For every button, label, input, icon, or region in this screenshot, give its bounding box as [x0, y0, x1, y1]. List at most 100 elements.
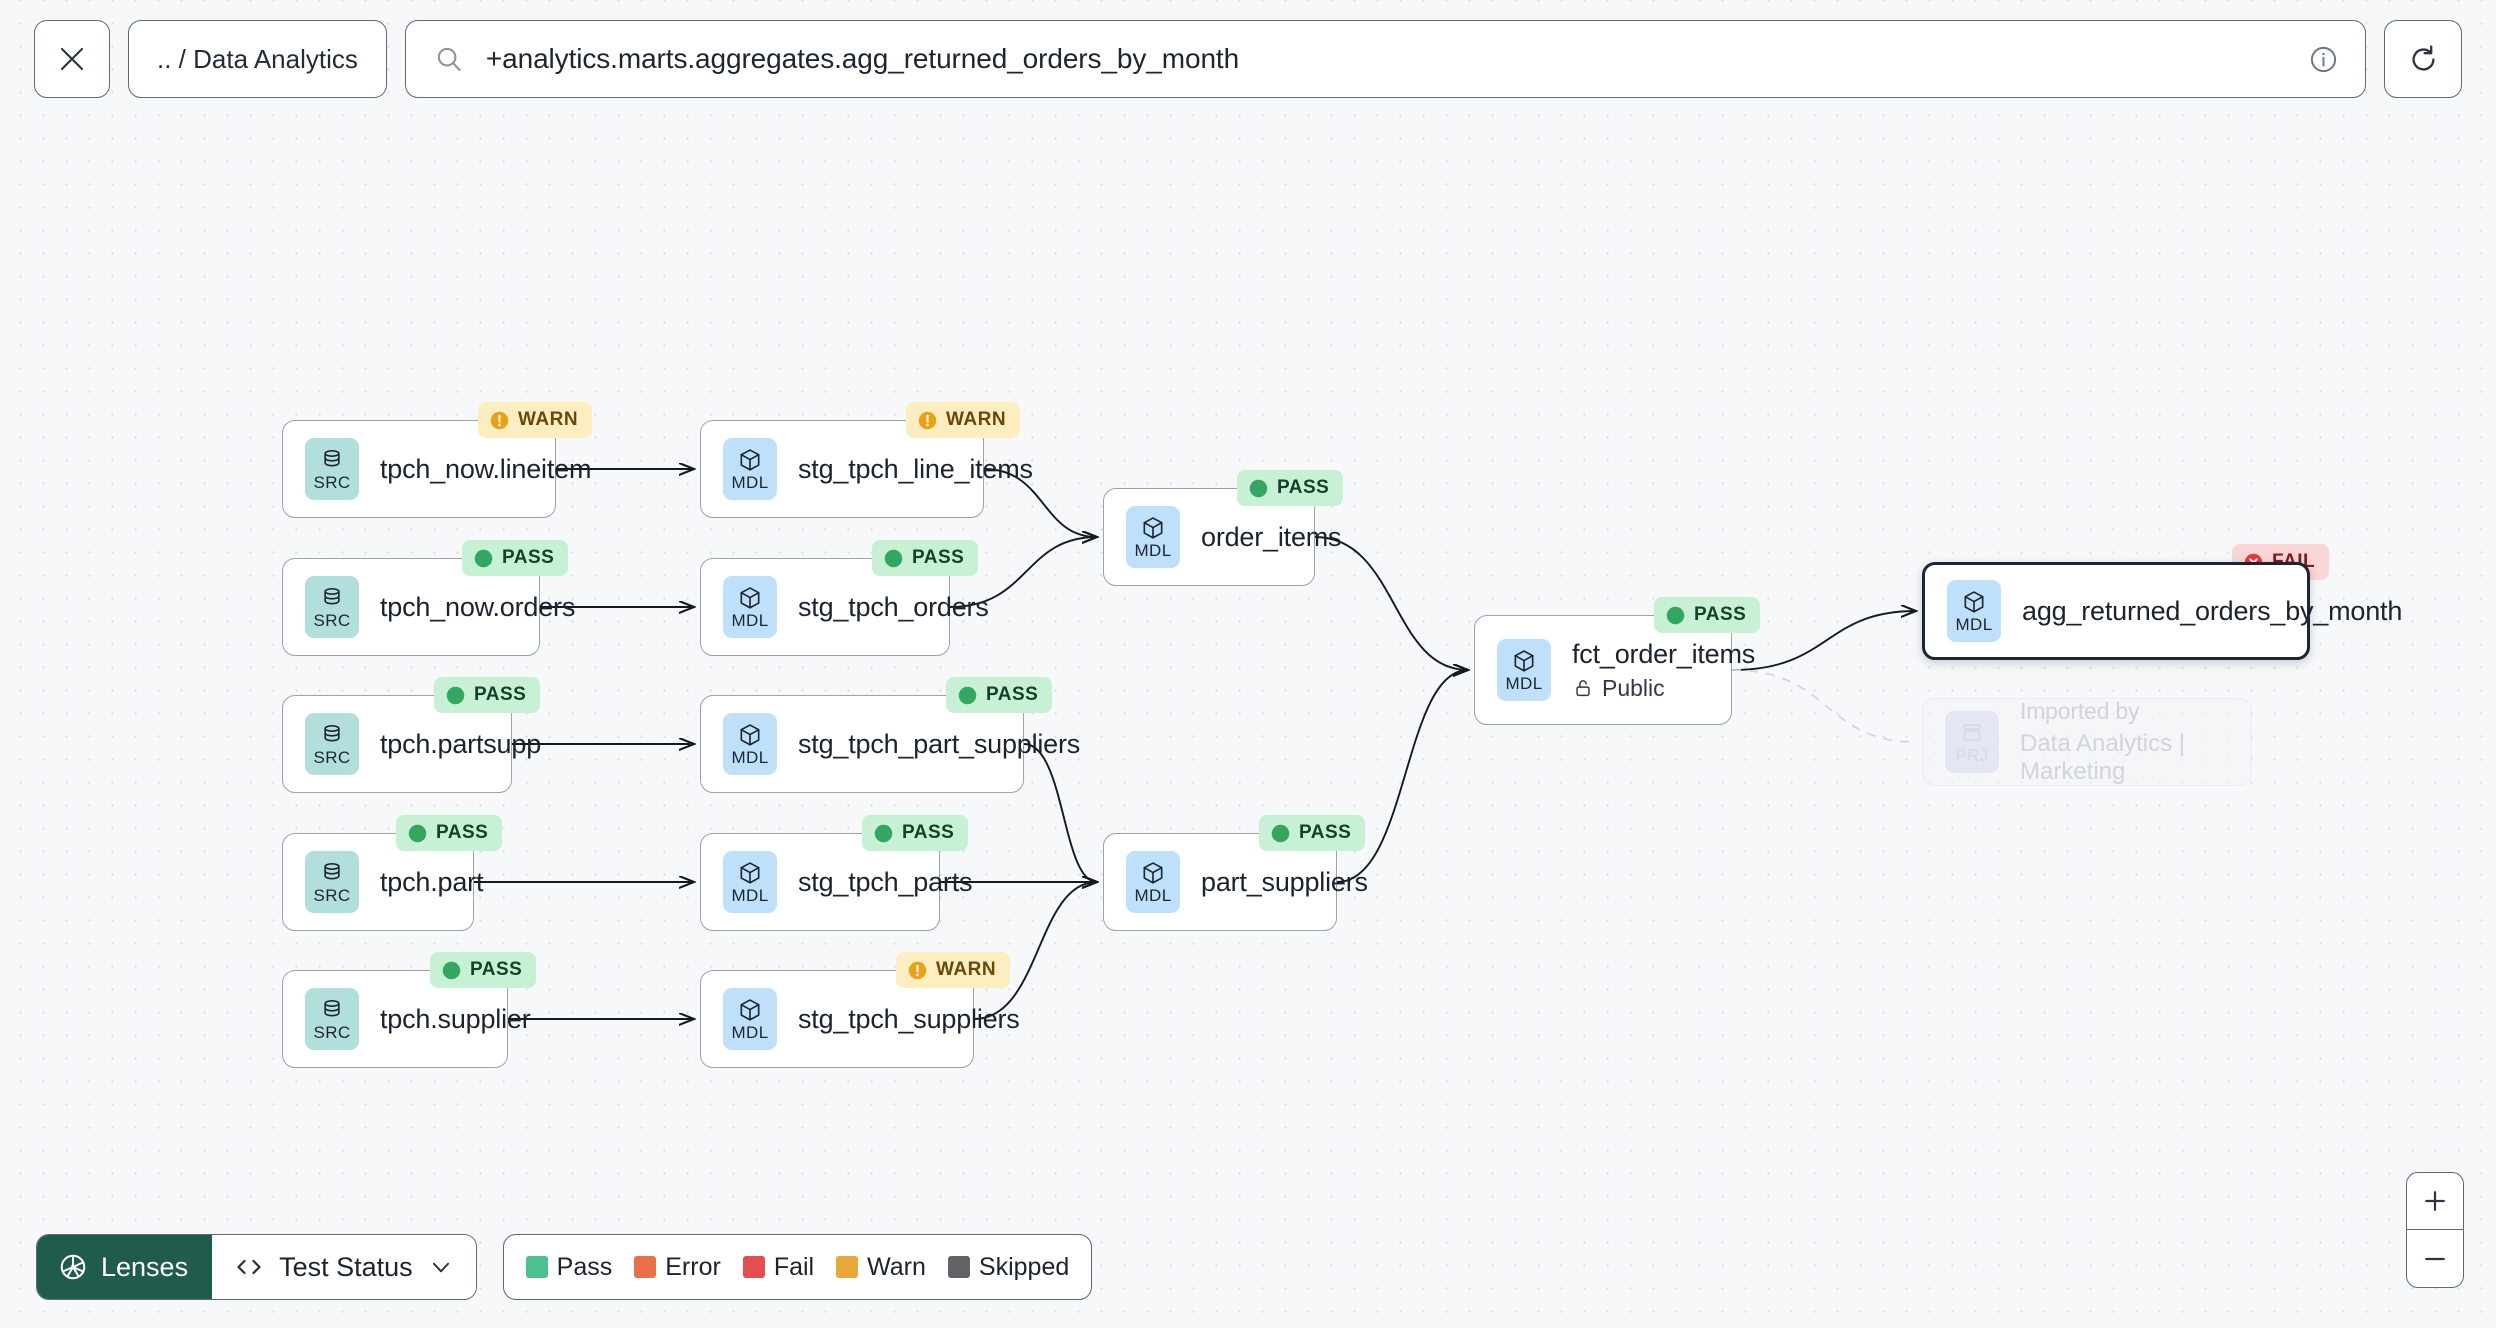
check-circle-icon [474, 549, 493, 567]
legend-item-skipped[interactable]: Skipped [947, 1252, 1070, 1282]
node-kind-label: SRC [313, 473, 351, 492]
breadcrumb[interactable]: .. / Data Analytics [128, 20, 387, 98]
node-title: stg_tpch_parts [798, 866, 973, 897]
status-badge-pass: PASS [1259, 815, 1366, 851]
aperture-icon [60, 1254, 86, 1280]
node-title: part_suppliers [1201, 866, 1368, 897]
node-text: stg_tpch_line_items [798, 454, 1033, 485]
status-legend: Pass Error Fail Warn Skipped [502, 1234, 1093, 1300]
graph-edge [1314, 536, 1468, 670]
node-kind-label: MDL [731, 748, 769, 767]
unlock-icon [1576, 680, 1590, 697]
node-text: tpch_now.lineitem [380, 453, 592, 485]
node-text: tpch.supplier [380, 1004, 531, 1035]
node-kind-label: SRC [313, 886, 351, 905]
search-input[interactable]: +analytics.marts.aggregates.agg_returned… [404, 20, 2366, 98]
database-icon [324, 587, 340, 605]
node-kind-chip-mdl: MDL [723, 438, 777, 500]
status-badge-pass: PASS [462, 540, 569, 576]
node-kind-label: SRC [313, 1023, 351, 1042]
node-title: fct_order_items [1572, 638, 1756, 669]
legend-label: Fail [773, 1252, 815, 1281]
project-icon [1963, 724, 1981, 741]
database-icon [324, 449, 340, 467]
warning-circle-icon [490, 411, 509, 429]
zoom-controls [2406, 1172, 2464, 1288]
database-icon [324, 999, 340, 1017]
status-badge-warn: WARN [896, 952, 1011, 988]
node-kind-label: MDL [731, 611, 769, 630]
search-icon [437, 47, 461, 72]
close-icon [60, 47, 84, 71]
status-badge-label: PASS [902, 822, 955, 843]
legend-item-error[interactable]: Error [634, 1253, 721, 1282]
zoom-out-button[interactable] [2407, 1230, 2463, 1287]
test-status-button[interactable]: Test Status [212, 1235, 476, 1299]
bottom-toolbar: Lenses Test Status Pass Error Fail Warn Skip… [36, 1234, 1093, 1300]
legend-swatch-pass [525, 1256, 548, 1278]
node-kind-chip-mdl: MDL [723, 713, 777, 775]
node-kind-chip-mdl: MDL [723, 851, 777, 913]
cube-icon [740, 862, 760, 884]
status-badge-pass: PASS [430, 952, 537, 988]
legend-label: Skipped [978, 1252, 1070, 1281]
top-toolbar: .. / Data Analytics +analytics.marts.agg… [0, 0, 2496, 118]
node-kind-chip-mdl: MDL [1126, 851, 1180, 913]
status-badge-label: PASS [912, 547, 965, 568]
status-badge-label: PASS [502, 547, 555, 568]
node-kind-chip-mdl: MDL [1497, 639, 1551, 701]
node-subtitle: Public [1572, 675, 1731, 702]
close-button[interactable] [34, 20, 110, 98]
node-title: tpch_now.orders [380, 591, 576, 622]
cube-icon [740, 449, 760, 471]
graph-node-agg_returned_orders[interactable]: MDL agg_returned_orders_by_month [1922, 562, 2403, 660]
cube-icon [740, 999, 760, 1021]
lenses-button[interactable]: Lenses [37, 1235, 213, 1299]
legend-label: Warn [867, 1252, 926, 1281]
minus-icon [2425, 1257, 2445, 1260]
check-circle-icon [446, 686, 465, 704]
node-title: Imported by [2020, 698, 2140, 724]
legend-item-pass[interactable]: Pass [525, 1252, 613, 1282]
node-title: stg_tpch_suppliers [798, 1003, 1020, 1034]
node-kind-label: MDL [1955, 615, 1993, 634]
node-title: order_items [1201, 521, 1342, 552]
cube-icon [1143, 862, 1163, 884]
status-badge-label: WARN [518, 409, 579, 430]
lens-group: Lenses Test Status [36, 1234, 477, 1300]
node-text: stg_tpch_parts [798, 866, 973, 898]
zoom-in-button[interactable] [2407, 1173, 2463, 1230]
refresh-button[interactable] [2384, 20, 2462, 98]
status-badge-pass: PASS [862, 815, 969, 851]
node-title: tpch_now.lineitem [380, 453, 592, 484]
node-text: stg_tpch_orders [798, 592, 989, 623]
legend-label: Error [665, 1252, 721, 1281]
node-subtitle-label: Public [1602, 674, 1665, 701]
node-kind-chip-src: SRC [305, 713, 359, 775]
legend-item-fail[interactable]: Fail [742, 1252, 815, 1282]
info-icon[interactable] [2308, 44, 2339, 75]
node-text: stg_tpch_part_suppliers [798, 728, 1081, 760]
status-badge-warn: WARN [906, 402, 1021, 438]
warning-circle-icon [908, 961, 927, 979]
legend-item-warn[interactable]: Warn [836, 1253, 926, 1282]
check-circle-icon [408, 824, 427, 842]
node-kind-label: SRC [313, 611, 351, 630]
legend-label: Pass [556, 1252, 613, 1281]
test-status-label: Test Status [279, 1251, 413, 1282]
status-badge-warn: WARN [478, 402, 593, 438]
check-circle-icon [1271, 824, 1290, 842]
node-title: agg_returned_orders_by_month [2022, 595, 2403, 626]
node-title: stg_tpch_part_suppliers [798, 728, 1081, 759]
status-badge-label: WARN [946, 409, 1007, 430]
code-icon [237, 1259, 261, 1275]
node-kind-chip-src: SRC [305, 988, 359, 1050]
node-text: stg_tpch_suppliers [798, 1003, 1020, 1035]
node-kind-chip-mdl: MDL [723, 576, 777, 638]
